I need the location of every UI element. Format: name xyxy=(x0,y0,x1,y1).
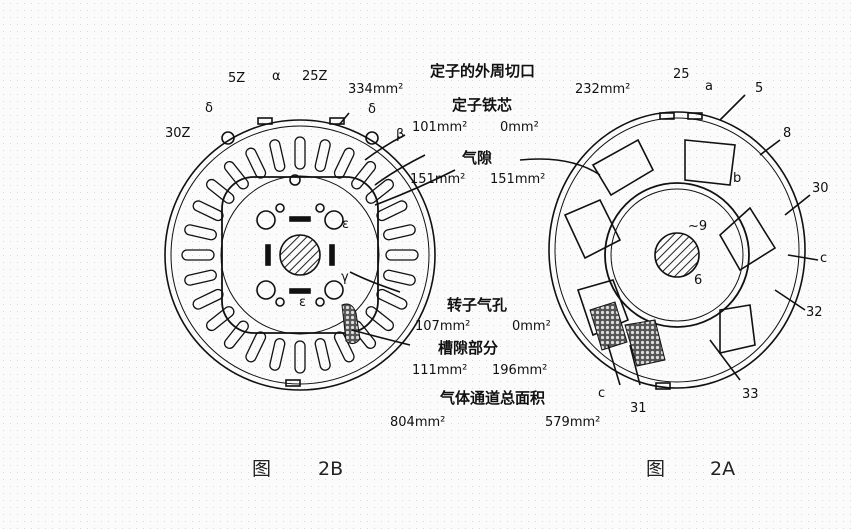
label-c-bottom: c xyxy=(598,386,605,401)
label-b: b xyxy=(733,171,741,186)
label-31: 31 xyxy=(630,401,647,416)
stator-slot xyxy=(294,136,306,170)
stator-slots xyxy=(181,136,419,374)
fig-2a-number: 2A xyxy=(710,458,735,480)
gap-2a-value: 151mm² xyxy=(490,172,545,187)
label-alpha: α xyxy=(272,69,281,84)
stator-slot xyxy=(223,161,249,190)
label-delta-right: δ xyxy=(368,102,376,117)
stator-slot xyxy=(269,338,286,371)
label-9: ~9 xyxy=(688,219,707,234)
stator-outer-edge xyxy=(164,119,436,391)
label-32: 32 xyxy=(806,305,823,320)
label-5z: 5Z xyxy=(228,71,245,86)
figure-2b-stator-drawing xyxy=(164,112,456,391)
stator-slot xyxy=(333,147,355,179)
stator-slot xyxy=(385,249,419,261)
core-2b-value: 101mm² xyxy=(412,120,467,135)
stator-slot xyxy=(365,306,394,332)
stator-slot xyxy=(223,320,249,349)
stator-slot xyxy=(269,139,286,172)
shaft-2a xyxy=(654,232,700,278)
total-2a-value: 579mm² xyxy=(545,415,600,430)
rotor-air-hole-label: 转子气孔 xyxy=(447,296,507,314)
label-33: 33 xyxy=(742,387,759,402)
center-labels: 定子的外周切口 定子铁芯 气隙 转子气孔 槽隙部分 气体通道总面积 334mm²… xyxy=(348,62,630,430)
rotor-core-2a xyxy=(604,182,750,328)
label-c-right: c xyxy=(820,251,827,266)
label-30z: 30Z xyxy=(165,126,191,141)
slot-2a-value: 196mm² xyxy=(492,363,547,378)
stator-slot xyxy=(294,340,306,374)
hole-2a-value: 0mm² xyxy=(512,319,551,334)
figure-2a-labels: 25 a 5 8 30 b c ~9 6 32 33 c 31 xyxy=(598,67,829,416)
label-gamma: γ xyxy=(341,270,349,285)
label-30: 30 xyxy=(812,181,829,196)
stator-slot xyxy=(314,338,331,371)
stator-slot xyxy=(192,200,224,222)
gap-2b-value: 151mm² xyxy=(410,172,465,187)
stator-slot xyxy=(245,147,267,179)
stator-slot xyxy=(365,178,394,204)
slot-2b-value: 111mm² xyxy=(412,363,467,378)
stator-slot xyxy=(192,288,224,310)
stator-slot xyxy=(314,139,331,172)
label-delta-left: δ xyxy=(205,101,213,116)
figure-2a-stator-drawing xyxy=(519,94,819,390)
fig-2b-char: 图 xyxy=(252,458,271,480)
cut-2b-value: 334mm² xyxy=(348,82,403,97)
stator-slot xyxy=(181,249,215,261)
core-2a-value: 0mm² xyxy=(500,120,539,135)
air-gap-label: 气隙 xyxy=(461,149,492,167)
label-beta: β xyxy=(396,127,404,142)
cut-2a-value: 232mm² xyxy=(575,82,630,97)
hole-2b-value: 107mm² xyxy=(415,319,470,334)
stator-core-label: 定子铁芯 xyxy=(452,96,512,114)
label-25z: 25Z xyxy=(302,69,328,84)
shaft-2b xyxy=(279,234,321,276)
label-8: 8 xyxy=(783,126,791,141)
total-area-label: 气体通道总面积 xyxy=(439,389,545,407)
label-25: 25 xyxy=(673,67,690,82)
stator-outer-edge-2a xyxy=(548,111,806,389)
label-epsilon-right: ε xyxy=(342,217,349,232)
stator-slot xyxy=(351,161,377,190)
label-a: a xyxy=(705,79,713,94)
stator-slot xyxy=(383,269,416,286)
stator-slot xyxy=(383,224,416,241)
figure-captions: 图 2B 图 2A xyxy=(252,458,735,480)
label-5: 5 xyxy=(755,81,763,96)
stator-slot xyxy=(206,178,235,204)
stator-slot xyxy=(376,288,408,310)
stator-slot xyxy=(245,331,267,363)
slot-gap-label: 槽隙部分 xyxy=(438,339,498,357)
figure-2b-labels: 5Z α 25Z δ δ β 30Z ε ε γ xyxy=(165,69,404,310)
label-epsilon-bottom: ε xyxy=(299,295,306,310)
label-6: 6 xyxy=(694,273,702,288)
stator-slot xyxy=(206,306,235,332)
stator-slot xyxy=(184,224,217,241)
stator-slot xyxy=(184,269,217,286)
rotor-core xyxy=(221,176,379,334)
fig-2a-char: 图 xyxy=(646,458,665,480)
stator-outer-cut-label: 定子的外周切口 xyxy=(430,62,535,80)
total-2b-value: 804mm² xyxy=(390,415,445,430)
fig-2b-number: 2B xyxy=(318,458,343,480)
